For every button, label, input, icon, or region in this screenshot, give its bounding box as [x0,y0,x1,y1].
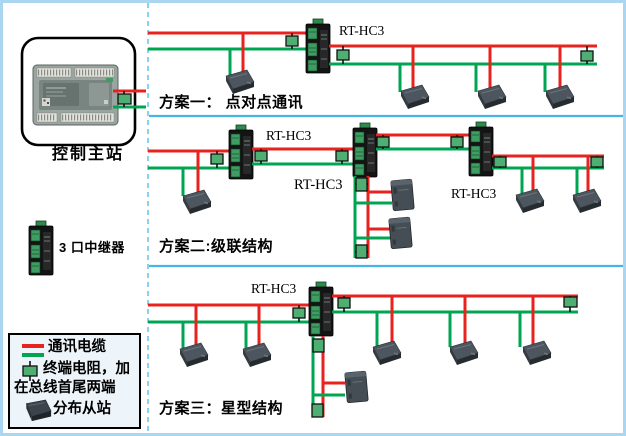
scheme2-title: 方案二:级联结构 [159,238,273,255]
terminator [580,46,594,64]
scheme3-group [148,281,578,418]
terminator [311,403,324,418]
terminator [337,296,351,312]
legend-cable-label: 通讯电缆 [48,339,106,355]
terminator [590,156,604,168]
terminator [450,135,464,149]
scheme2-group [148,121,604,259]
legend-slave-icon [25,399,52,422]
master-station-group [20,36,146,147]
repeater-rt-hc3 [308,281,334,337]
scheme1-title: 方案一： 点对点通讯 [159,94,304,111]
terminator [312,338,325,353]
legend-slave-label: 分布从站 [53,401,111,417]
terminator [355,177,368,192]
rt-hc3-label: RT-HC3 [266,128,312,143]
legend-terminator-icon [22,361,38,381]
scheme3-title: 方案三：星型结构 [159,400,284,417]
terminator [563,296,578,312]
repeater-3port-label: 3 口中继器 [59,240,125,255]
rt-hc3-label: RT-HC3 [294,177,343,193]
slave-device [449,340,479,366]
master-station-label: 控制主站 [51,146,124,163]
terminator [117,91,132,107]
rt-hc3-label: RT-HC3 [451,186,497,201]
plc-master-image [33,65,118,125]
repeater-rt-hc3 [468,121,494,177]
terminator [210,151,224,168]
slave-device [522,340,552,366]
repeater-3port-image [28,220,54,276]
terminator [292,305,306,322]
terminator [376,135,390,149]
terminator [355,244,368,259]
slave-device [515,188,545,214]
legend-terminator-label-1: 终端电阻，加 [43,361,130,377]
slave-device [388,216,413,250]
legend-cable-green-swatch [22,353,44,357]
terminator [254,149,268,164]
rt-hc3-label: RT-HC3 [339,23,385,38]
repeater-rt-hc3 [352,122,378,178]
terminator [336,46,350,64]
terminator [285,33,299,49]
legend-cable-red-swatch [22,344,44,348]
terminator [493,156,507,168]
legend-terminator-label-2: 在总线首尾两端 [14,380,116,396]
repeater-rt-hc3 [228,124,254,180]
slave-device [344,370,369,404]
terminator [335,149,349,164]
legend-box: 通讯电缆 终端电阻，加 在总线首尾两端 分布从站 [8,333,141,429]
slave-device [182,189,212,215]
slave-device [545,84,575,110]
slave-device [390,178,415,212]
scheme1-group [148,18,597,110]
rt-hc3-label: RT-HC3 [251,281,297,296]
repeater-rt-hc3 [305,18,331,74]
slave-device [477,84,507,110]
slave-device [400,84,430,110]
